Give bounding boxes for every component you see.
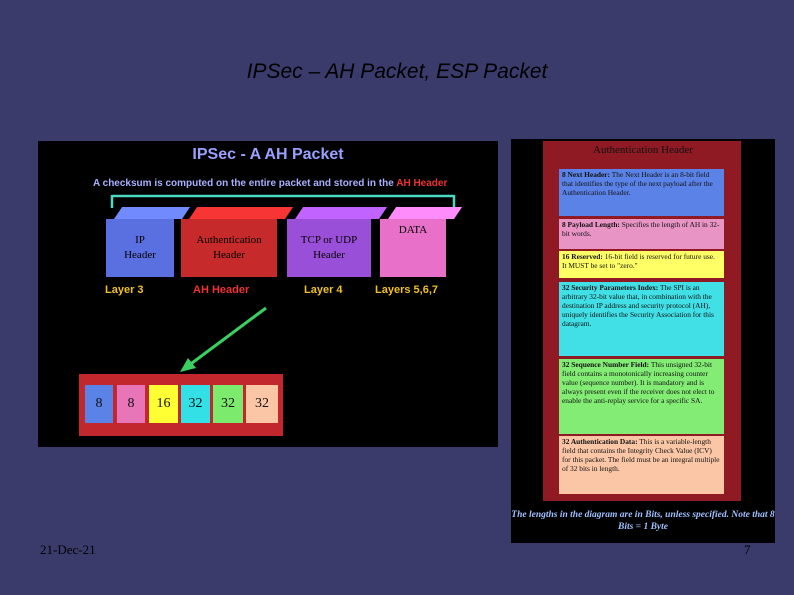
- footer-date: 21-Dec-21: [40, 542, 96, 557]
- field-name: 8 Next Header:: [562, 170, 611, 179]
- block-top: [295, 207, 388, 219]
- description-heading: Authentication Header: [593, 144, 693, 156]
- auth-header-block: Authentication Header: [181, 207, 294, 277]
- ah-description-panel: Authentication Header 8 Next Header: The…: [511, 139, 775, 543]
- block-label: IP Header: [106, 219, 174, 277]
- block-label: TCP or UDP Header: [287, 219, 371, 277]
- data-block: DATA: [380, 207, 463, 277]
- layer-label: Layer 4: [304, 284, 343, 296]
- ip-header-block: IP Header: [106, 207, 191, 277]
- field-cell: 8: [117, 385, 145, 423]
- diagram-title: IPSec - A AH Packet: [192, 146, 344, 163]
- arrow-icon: [180, 306, 267, 372]
- block-label: DATA: [380, 219, 446, 277]
- checksum-bracket: [110, 194, 456, 208]
- field-cell: 32: [181, 385, 210, 423]
- layer-label: Layers 5,6,7: [375, 284, 438, 296]
- field-text: The SPI is an arbitrary 32-bit value tha…: [562, 283, 714, 328]
- block-top: [189, 207, 294, 219]
- field-name: 32 Security Parameters Index:: [562, 283, 659, 292]
- field-cell: 16: [149, 385, 178, 423]
- field-name: 32 Authentication Data:: [562, 437, 638, 446]
- field-text: Specifies the length of AH in 32-bit wor…: [562, 220, 720, 238]
- field-description: 32 Security Parameters Index: The SPI is…: [559, 282, 724, 356]
- field-description: 32 Authentication Data: This is a variab…: [559, 436, 724, 494]
- slide-title: IPSec – AH Packet, ESP Packet: [246, 60, 548, 83]
- field-description: 16 Reserved: 16-bit field is reserved fo…: [559, 251, 724, 278]
- checksum-text: A checksum is computed on the entire pac…: [93, 178, 394, 189]
- layer-label: Layer 3: [105, 284, 144, 296]
- checksum-caption: A checksum is computed on the entire pac…: [93, 178, 447, 189]
- field-cell: 32: [246, 385, 278, 423]
- ah-packet-diagram: IPSec - A AH Packet A checksum is comput…: [38, 141, 498, 447]
- field-name: 32 Sequence Number Field:: [562, 360, 650, 369]
- tcp-udp-header-block: TCP or UDP Header: [287, 207, 388, 277]
- layer-label: AH Header: [193, 284, 250, 296]
- lengths-note: The lengths in the diagram are in Bits, …: [511, 510, 775, 532]
- field-description: 32 Sequence Number Field: This unsigned …: [559, 359, 724, 434]
- checksum-highlight: AH Header: [396, 178, 448, 189]
- field-description: 8 Payload Length: Specifies the length o…: [559, 219, 724, 249]
- field-text: 16-bit field is reserved for future use.…: [562, 252, 715, 270]
- field-cell: 8: [85, 385, 113, 423]
- page-number: 7: [744, 542, 751, 557]
- field-name: 8 Payload Length:: [562, 220, 620, 229]
- field-text: The Next Header is an 8-bit field that i…: [562, 170, 713, 197]
- field-text: This is a variable-length field that con…: [562, 437, 720, 473]
- field-cell: 32: [213, 385, 243, 423]
- field-name: 16 Reserved:: [562, 252, 603, 261]
- block-label: Authentication Header: [181, 219, 277, 277]
- block-top: [114, 207, 191, 219]
- field-description: 8 Next Header: The Next Header is an 8-b…: [559, 169, 724, 216]
- block-top: [388, 207, 463, 219]
- field-text: This unsigned 32-bit field contains a mo…: [562, 360, 715, 405]
